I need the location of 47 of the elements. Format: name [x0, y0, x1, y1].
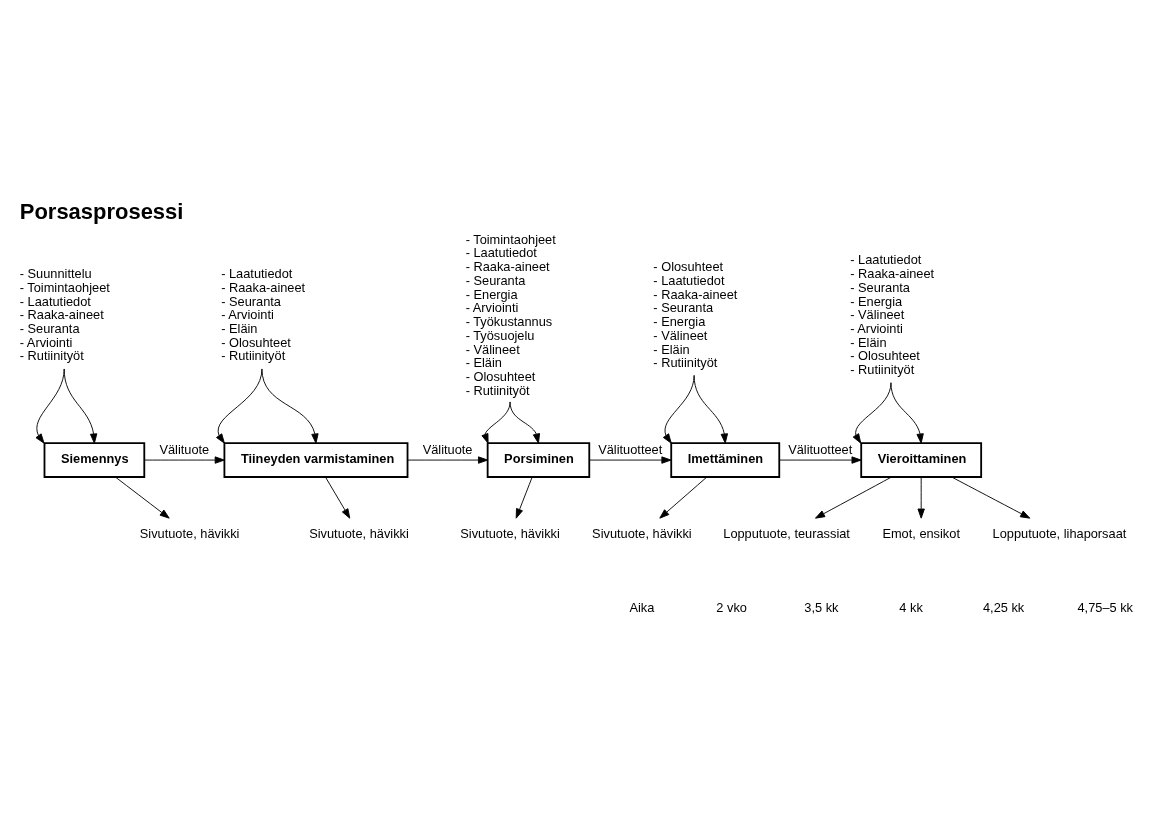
arrow — [951, 476, 1031, 519]
label: 4 kk — [899, 599, 923, 615]
arrow — [63, 368, 98, 444]
node-text: - Olosuhteet - Laatutiedot - Raaka-aineet - Seuranta - Energia - Välineet - Eläin - Rutiinityöt — [653, 258, 738, 370]
label: Aika — [629, 599, 655, 615]
node-text: Lopputuote, lihaporsaat — [992, 525, 1127, 541]
arrow — [659, 476, 708, 519]
label: 2 vko — [716, 599, 747, 615]
node-text: Sivutuote, hävikki — [592, 525, 692, 541]
node-box: Tiineyden varmistaminen — [223, 441, 409, 478]
label: 4,75–5 kk — [1077, 599, 1133, 615]
arrow — [890, 381, 924, 444]
arrow — [815, 476, 892, 519]
arrow — [325, 476, 351, 519]
arrow — [115, 476, 170, 519]
arrow — [515, 476, 533, 519]
diagram-title: Porsasprosessi — [19, 198, 184, 224]
label: 3,5 kk — [804, 599, 839, 615]
arrow — [509, 400, 541, 444]
node-text: - Toimintaohjeet - Laatutiedot - Raaka-aineet - Seuranta - Energia - Arviointi - Työkustannus - Työsuojelu - Välineet - Eläin - Olosuhteet - Rutiinityöt — [465, 231, 556, 398]
arrow — [589, 455, 672, 464]
arrow — [407, 455, 489, 464]
node-text: - Laatutiedot - Raaka-aineet - Seuranta - Energia - Välineet - Arviointi - Eläin - Olosuhteet - Rutiinityöt — [850, 251, 935, 377]
node-text: Sivutuote, hävikki — [460, 525, 560, 541]
arrow — [693, 374, 728, 444]
arrow — [481, 400, 511, 444]
node-text: - Laatutiedot - Raaka-aineet - Seuranta - Arviointi - Eläin - Olosuhteet - Rutiinityöt — [221, 265, 306, 363]
node-text: Lopputuote, teurassiat — [723, 525, 850, 541]
label: 4,25 kk — [982, 599, 1025, 615]
edge-label: Välituotteet — [598, 441, 663, 457]
arrow — [917, 476, 925, 519]
node-box: Porsiminen — [486, 441, 591, 478]
arrow — [778, 455, 862, 464]
node-text: Sivutuote, hävikki — [139, 525, 240, 541]
arrow — [662, 374, 695, 444]
node-text: Sivutuote, hävikki — [309, 525, 409, 541]
edge-label: Välituote — [159, 441, 210, 457]
node-text: - Suunnittelu - Toimintaohjeet - Laatutiedot - Raaka-aineet - Seuranta - Arviointi - Rutiinityöt — [19, 265, 110, 363]
arrow — [261, 368, 319, 444]
node-box: Siemennys — [43, 441, 146, 478]
node-box: Vieroittaminen — [860, 441, 983, 478]
edge-label: Välituote — [422, 441, 473, 457]
node-text: Emot, ensikot — [882, 525, 960, 541]
arrow — [143, 455, 225, 464]
node-box: Imettäminen — [670, 441, 781, 478]
edge-label: Välituotteet — [788, 441, 853, 457]
arrow — [35, 368, 65, 444]
